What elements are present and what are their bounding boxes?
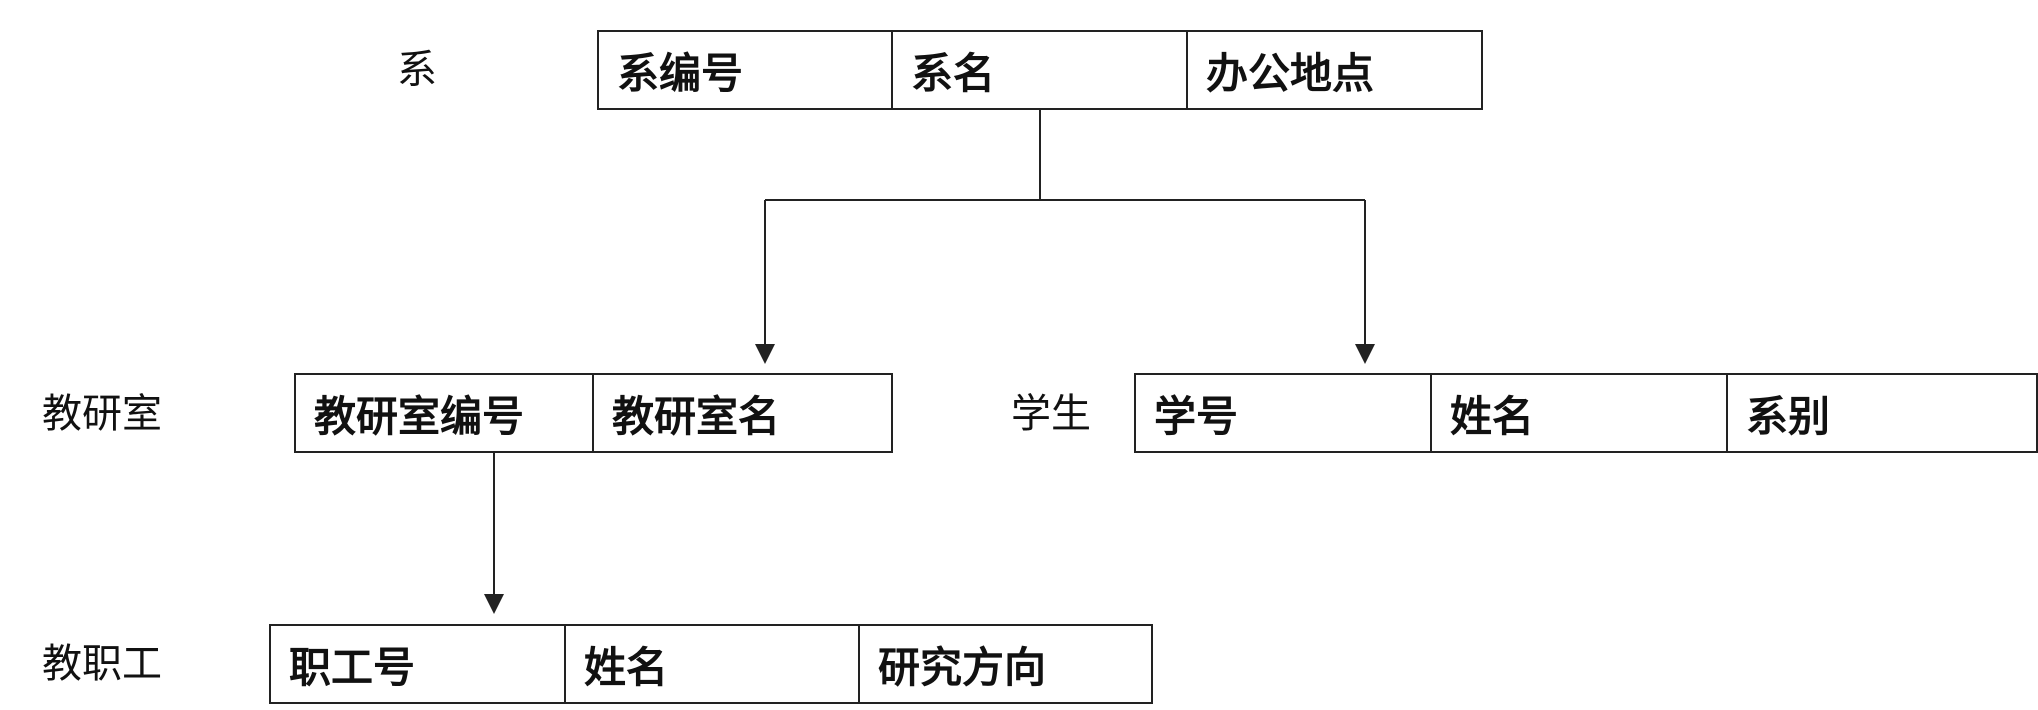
field-staff-id: 职工号 <box>271 626 566 702</box>
field-student-id: 学号 <box>1136 375 1432 451</box>
entity-label-student: 学生 <box>1011 391 1091 437</box>
entity-label-staff: 教职工 <box>42 641 162 687</box>
record-department: 系编号 系名 办公地点 <box>597 30 1483 110</box>
entity-label-teaching-office: 教研室 <box>42 391 162 437</box>
field-staff-research-direction: 研究方向 <box>878 642 1047 692</box>
entity-label-department: 系 <box>397 47 437 93</box>
field-department-id: 系编号 <box>599 32 893 108</box>
field-teaching-office-id: 教研室编号 <box>296 375 594 451</box>
field-student-department: 系别 <box>1746 391 1831 441</box>
field-department-office-location: 办公地点 <box>1206 48 1375 98</box>
field-department-name: 系名 <box>893 32 1188 108</box>
record-staff: 职工号 姓名 研究方向 <box>269 624 1153 704</box>
field-teaching-office-name: 教研室名 <box>612 391 781 441</box>
field-student-name: 姓名 <box>1432 375 1728 451</box>
field-staff-name: 姓名 <box>566 626 860 702</box>
record-teaching-office: 教研室编号 教研室名 <box>294 373 893 453</box>
record-student: 学号 姓名 系别 <box>1134 373 2038 453</box>
